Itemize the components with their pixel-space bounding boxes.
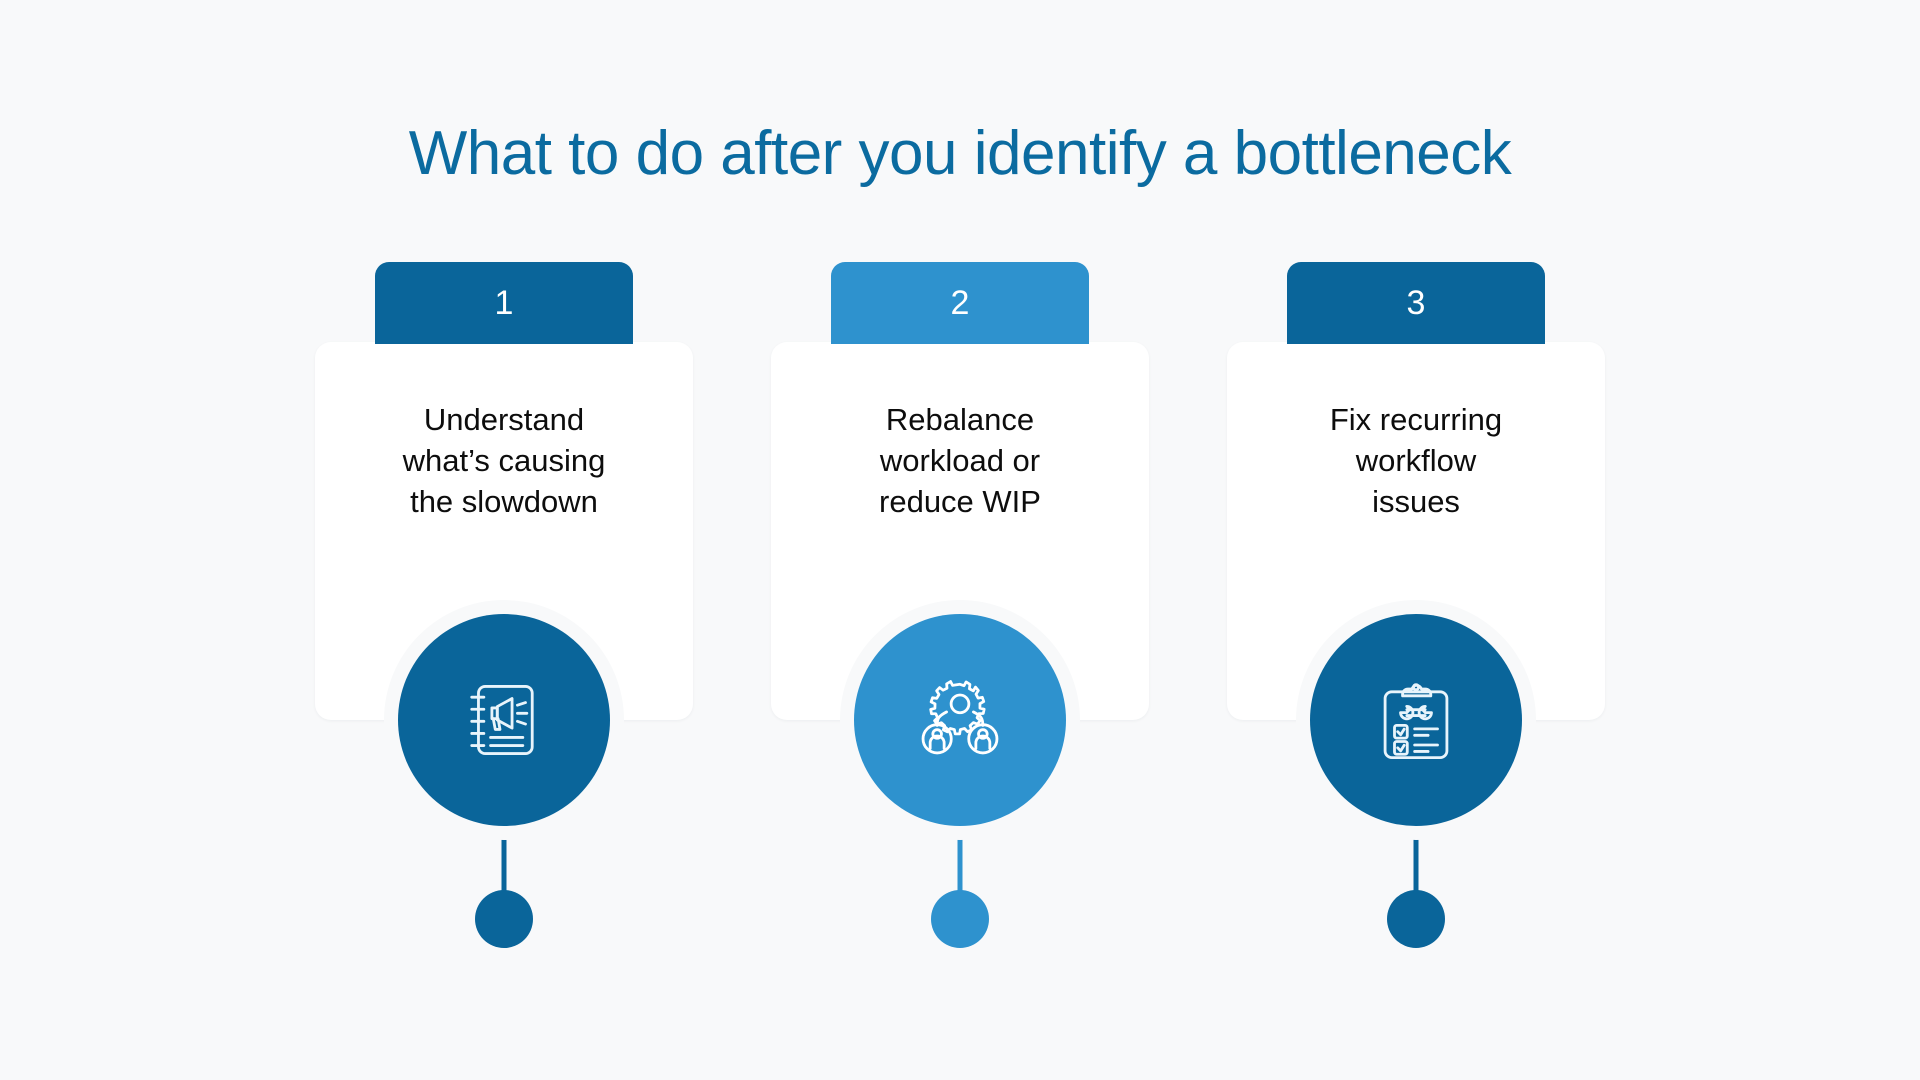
step-3: 3 Fix recurring workflow issues <box>1227 262 1605 948</box>
step-3-text: Fix recurring workflow issues <box>1329 402 1503 519</box>
step-2: 2 Rebalance workload or reduce WIP <box>771 262 1149 948</box>
step-3-icon-circle <box>1310 614 1522 826</box>
step-2-end-dot <box>931 890 989 948</box>
notebook-megaphone-icon <box>461 677 547 763</box>
page-title: What to do after you identify a bottlene… <box>408 119 1512 188</box>
step-2-text: Rebalance workload or reduce WIP <box>879 402 1041 519</box>
step-3-number: 3 <box>1406 284 1426 322</box>
step-2-connector-line <box>957 822 963 902</box>
clipboard-wrench-checklist-icon <box>1373 677 1459 763</box>
step-1-number-badge: 1 <box>375 262 633 344</box>
step-2-number-badge: 2 <box>831 262 1089 344</box>
step-3-end-dot <box>1387 890 1445 948</box>
step-2-number: 2 <box>950 284 970 322</box>
gear-two-people-icon <box>917 677 1003 763</box>
step-1-number: 1 <box>494 284 514 322</box>
step-1-text: Understand what’s causing the slowdown <box>402 402 606 519</box>
steps-row: 1 Understand what’s causing the slowdown <box>0 262 1920 948</box>
step-2-icon-circle <box>854 614 1066 826</box>
step-1-end-dot <box>475 890 533 948</box>
step-1-icon-circle <box>398 614 610 826</box>
step-3-number-badge: 3 <box>1287 262 1545 344</box>
step-1-connector-line <box>501 822 507 902</box>
step-1: 1 Understand what’s causing the slowdown <box>315 262 693 948</box>
step-3-connector-line <box>1413 822 1419 902</box>
